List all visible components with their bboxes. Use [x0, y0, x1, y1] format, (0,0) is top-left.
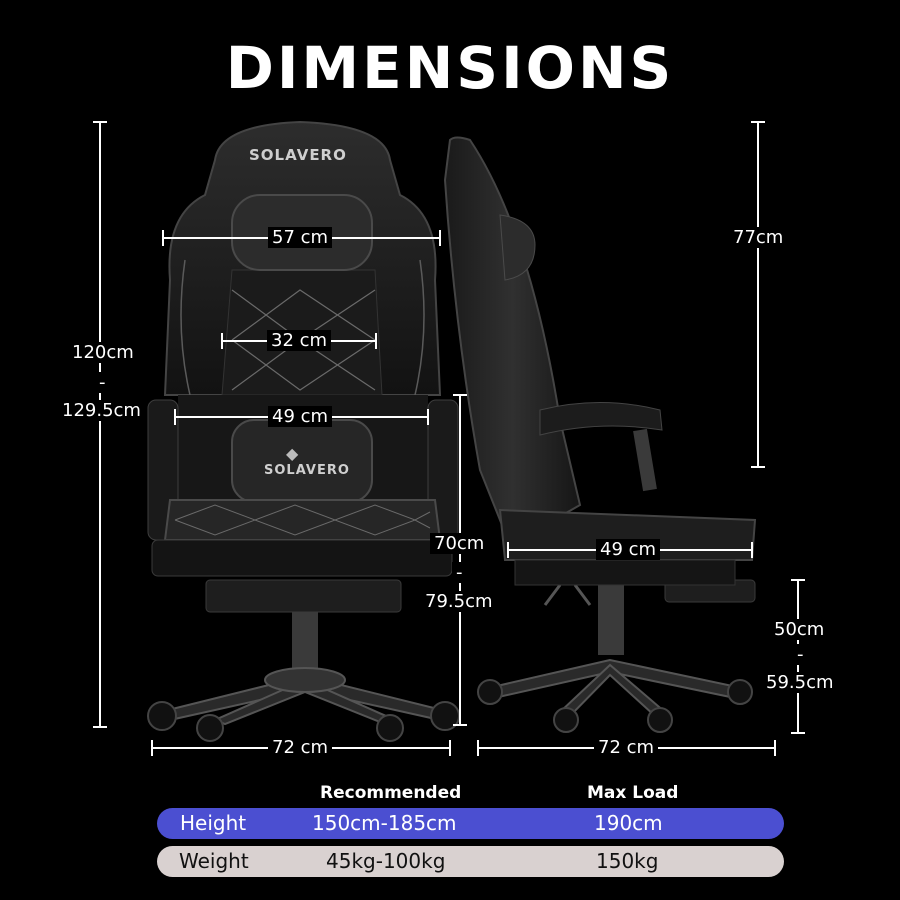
brand-mask-icon: ◆ — [286, 444, 299, 463]
row-max: 150kg — [596, 849, 659, 873]
row-label: Height — [180, 811, 247, 835]
label-seat-depth: 49 cm — [596, 539, 661, 560]
label-armrest-height-dash: - — [452, 562, 467, 583]
label-armrest-height-max: 79.5cm — [421, 591, 497, 612]
label-total-height-dash: - — [95, 372, 110, 393]
label-front-base-width: 72 cm — [268, 737, 333, 758]
label-backrest-width: 57 cm — [268, 227, 333, 248]
front-chair — [147, 120, 460, 742]
page-title: DIMENSIONS — [225, 34, 675, 102]
label-seat-height-dash: - — [793, 644, 808, 665]
col-header-max-load: Max Load — [587, 783, 679, 803]
label-total-height-min: 120cm — [68, 342, 138, 363]
label-total-height-max: 129.5cm — [58, 400, 145, 421]
side-chair — [443, 136, 757, 733]
row-label: Weight — [179, 849, 249, 873]
label-side-base-width: 72 cm — [594, 737, 659, 758]
label-seat-width: 49 cm — [268, 406, 333, 427]
row-recommended: 45kg-100kg — [326, 849, 446, 873]
table-row-height: Height 150cm-185cm 190cm — [157, 808, 784, 839]
label-seat-height-min: 50cm — [770, 619, 829, 640]
col-header-recommended: Recommended — [320, 783, 462, 803]
label-seat-height-max: 59.5cm — [762, 672, 838, 693]
brand-logo-lumbar: SOLAVERO — [264, 463, 350, 478]
table-row-weight: Weight 45kg-100kg 150kg — [157, 846, 784, 877]
row-recommended: 150cm-185cm — [312, 811, 457, 835]
brand-logo-headrest: SOLAVERO — [249, 146, 347, 164]
label-back-height: 77cm — [729, 227, 788, 248]
label-inner-back-width: 32 cm — [267, 330, 332, 351]
label-armrest-height-min: 70cm — [430, 533, 489, 554]
row-max: 190cm — [594, 811, 663, 835]
